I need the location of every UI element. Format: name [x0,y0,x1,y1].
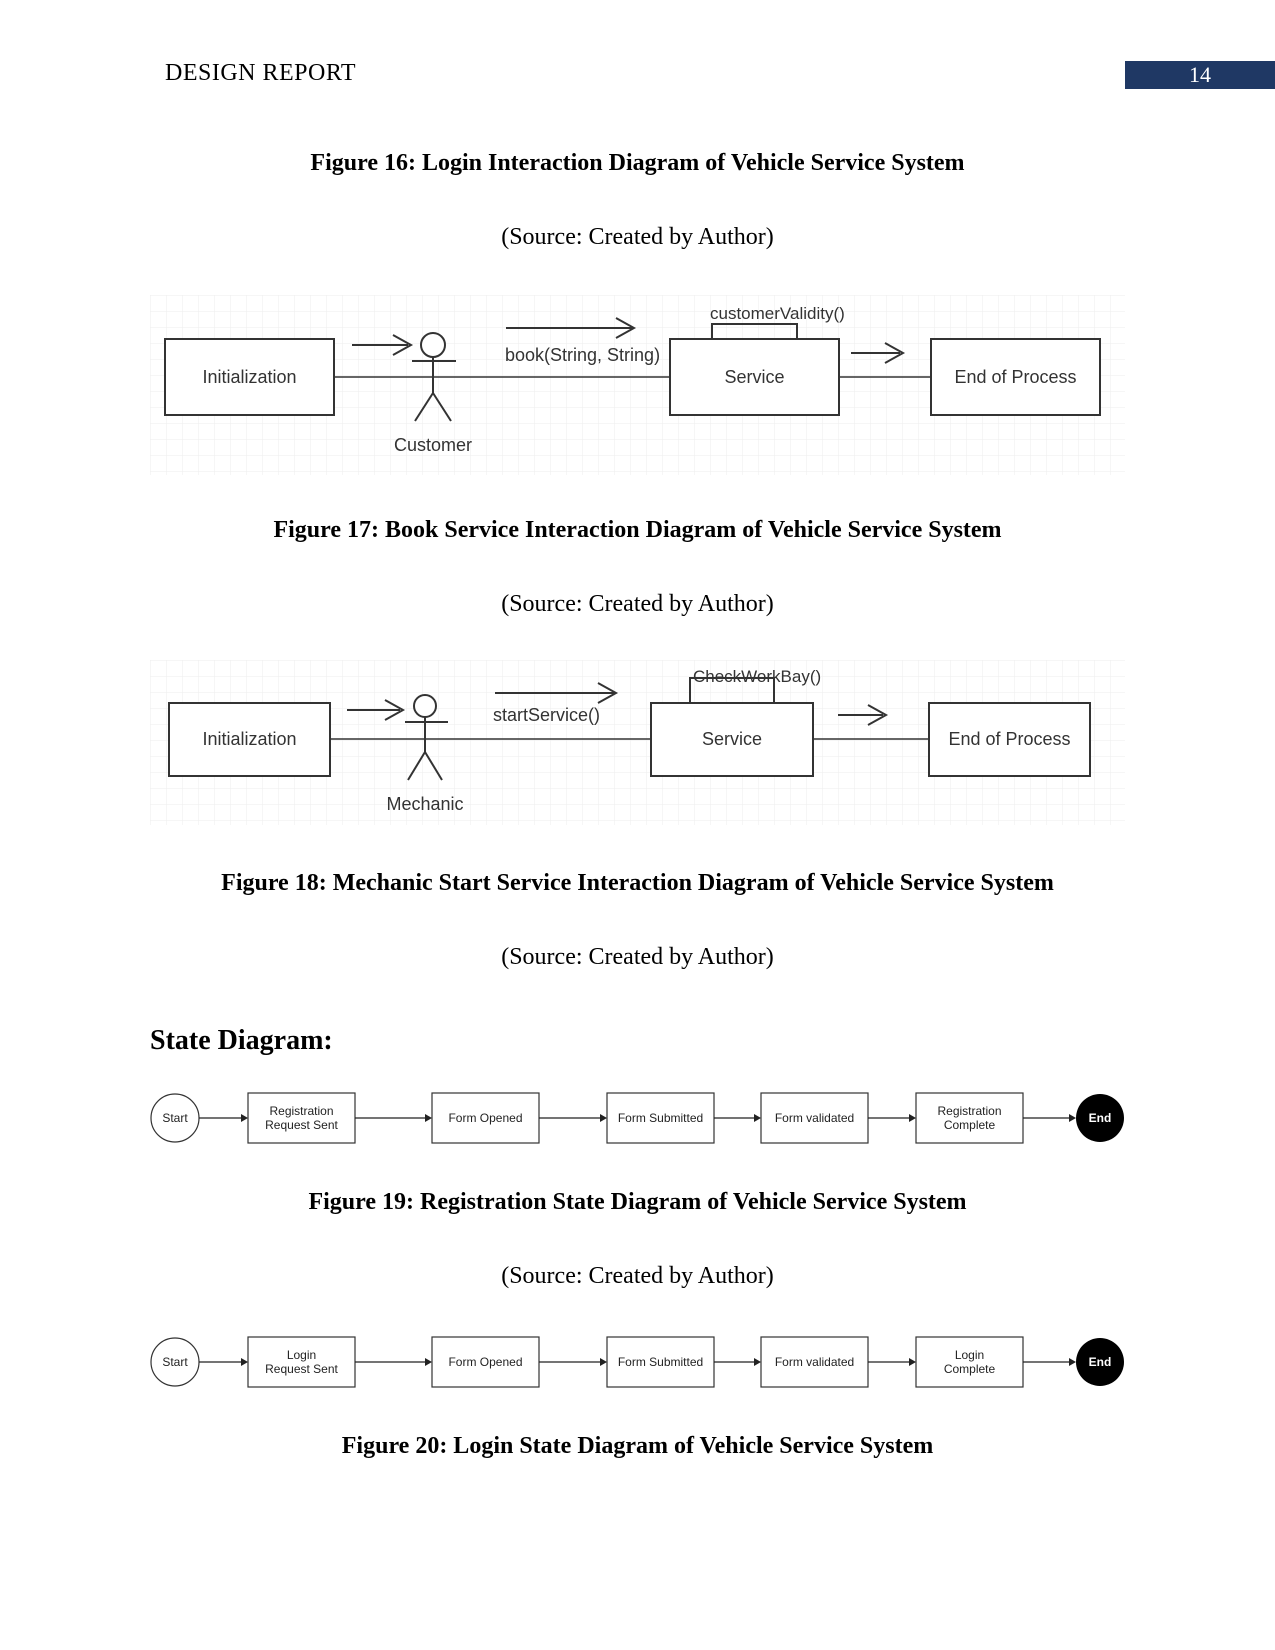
state-label: Registration [937,1104,1001,1118]
start-service-message-label: startService() [493,705,600,725]
state-label: Complete [944,1118,996,1132]
state-label: Form validated [775,1111,854,1125]
customer-actor-label: Customer [394,435,472,455]
page-number-badge: 14 [1125,61,1275,89]
check-work-bay-label: CheckWorkBay() [693,667,821,686]
end-of-process-box: End of Process [928,702,1091,777]
running-header-title: DESIGN REPORT [165,60,357,86]
state-box: Form Opened [431,1092,540,1144]
state-label: Form Opened [448,1355,522,1369]
figure-17-caption: Figure 17: Book Service Interaction Diag… [273,517,1002,543]
figure-17-source: (Source: Created by Author) [501,591,774,617]
initialization-box: Initialization [164,338,335,416]
state-label: Request Sent [265,1118,338,1132]
state-label: Form Submitted [618,1111,703,1125]
state-label: Registration [269,1104,333,1118]
transition-arrow [539,1114,607,1122]
start-state: Start [150,1337,200,1387]
figure-16-caption: Figure 16: Login Interaction Diagram of … [310,150,965,176]
start-state-label: Start [162,1355,188,1369]
figure-20-caption: Figure 20: Login State Diagram of Vehicl… [341,1433,934,1459]
book-message-label: book(String, String) [505,345,660,365]
state-box: Form Submitted [606,1336,715,1388]
initialization-label: Initialization [202,367,296,387]
state-box: Form Submitted [606,1092,715,1144]
state-diagram-heading: State Diagram: [150,1025,333,1056]
transition-arrow [868,1114,916,1122]
customer-actor: Customer [394,332,472,455]
figure-16-source: (Source: Created by Author) [501,224,774,250]
figure-17-diagram: Initialization Customer book(String, Str… [150,295,1125,475]
state-label: Request Sent [265,1362,338,1376]
mechanic-actor: Mechanic [386,694,464,814]
figure-18-source: (Source: Created by Author) [501,944,774,970]
state-box: Form validated [760,1336,869,1388]
end-state: End [1076,1094,1124,1142]
transition-arrow [714,1358,761,1366]
transition-arrow [199,1114,248,1122]
page-number: 14 [1189,62,1211,87]
end-state: End [1076,1338,1124,1386]
end-of-process-label: End of Process [954,367,1076,387]
state-label: Form Submitted [618,1355,703,1369]
transition-arrow [355,1358,432,1366]
transition-arrow [868,1358,916,1366]
transition-arrow [1023,1358,1076,1366]
state-label: Form validated [775,1355,854,1369]
end-state-label: End [1089,1111,1112,1125]
initialization-box: Initialization [168,702,331,777]
state-label: Login [287,1348,316,1362]
transition-arrow [199,1358,248,1366]
state-label: Complete [944,1362,996,1376]
start-state: Start [150,1093,200,1143]
mechanic-actor-label: Mechanic [386,794,463,814]
service-box: Service [669,338,840,416]
service-label: Service [724,367,784,387]
transition-arrow [1023,1114,1076,1122]
transition-arrow [714,1114,761,1122]
end-of-process-label: End of Process [948,729,1070,749]
transition-arrow [539,1358,607,1366]
service-label: Service [702,729,762,749]
transition-arrow [355,1114,432,1122]
initialization-label: Initialization [202,729,296,749]
state-box: Form Opened [431,1336,540,1388]
state-label: Form Opened [448,1111,522,1125]
figure-18-caption: Figure 18: Mechanic Start Service Intera… [221,870,1054,896]
state-label: Login [955,1348,984,1362]
end-state-label: End [1089,1355,1112,1369]
figure-19-source: (Source: Created by Author) [501,1263,774,1289]
customer-validity-label: customerValidity() [710,304,845,323]
start-state-label: Start [162,1111,188,1125]
figure-19-caption: Figure 19: Registration State Diagram of… [308,1189,967,1215]
end-of-process-box: End of Process [930,338,1101,416]
service-box: Service [650,702,814,777]
figure-18-diagram: Initialization Mechanic startService() C… [150,660,1125,825]
state-box: Form validated [760,1092,869,1144]
